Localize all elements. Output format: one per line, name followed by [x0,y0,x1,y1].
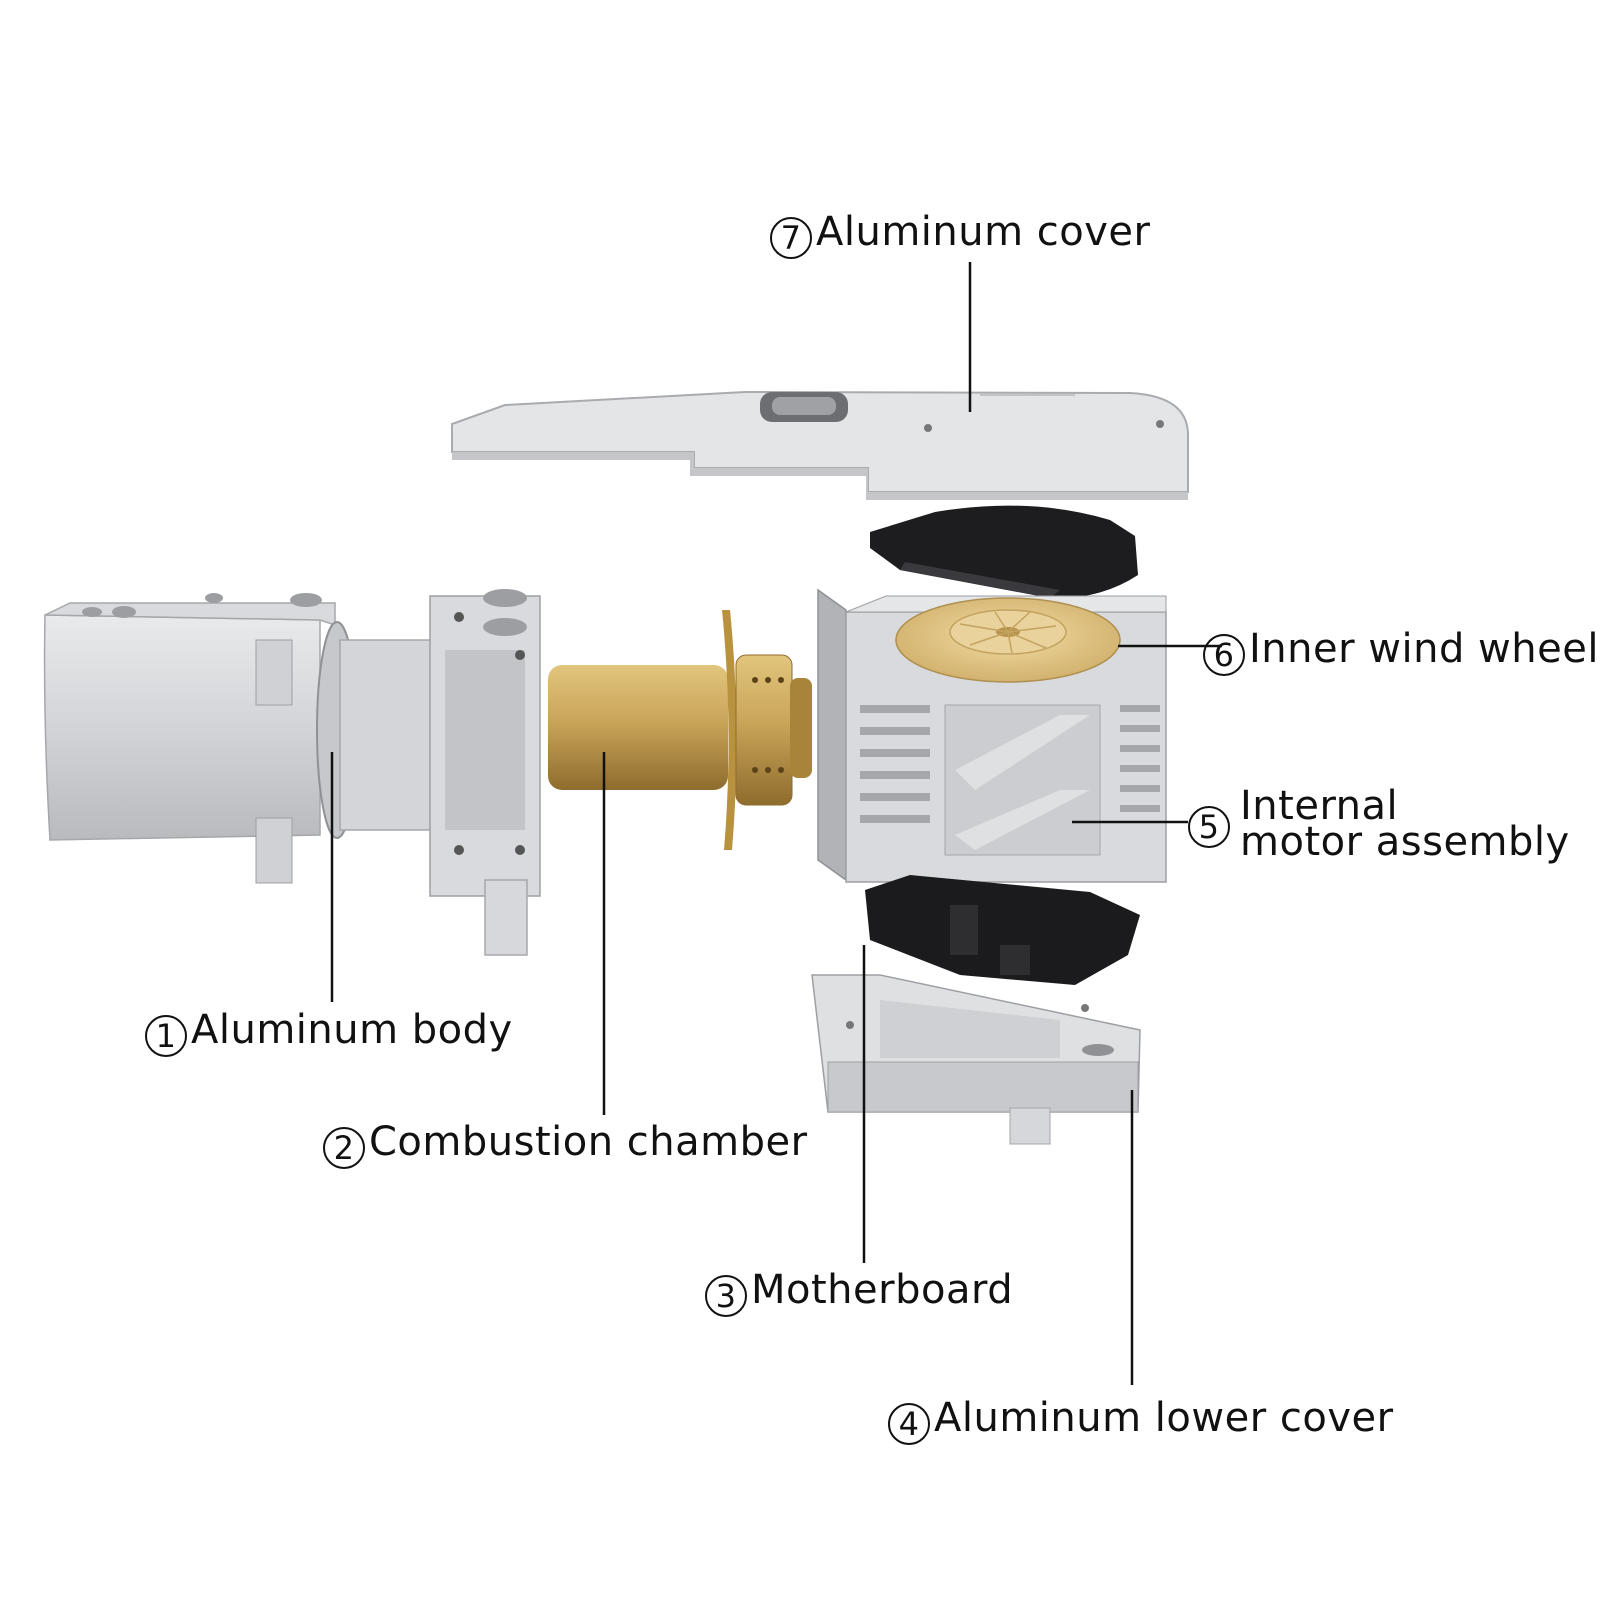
callout-5-label-line1: Internal [1240,783,1399,829]
callout-5: 5 Internal motor assembly [1188,783,1570,865]
callout-5-marker: 5 [1188,806,1230,848]
fan-cap-part [870,505,1138,599]
callout-7-label: Aluminum cover [816,209,1151,255]
callout-2-marker: 2 [323,1127,365,1169]
callout-2-label: Combustion chamber [369,1119,808,1165]
callout-5-label-line2: motor assembly [1240,819,1570,865]
motherboard-part [865,875,1140,985]
callout-6-marker: 6 [1203,634,1245,676]
wind-wheel-part [895,597,1121,683]
lower-cover-part [811,974,1141,1145]
aluminum-cover-part [451,390,1189,500]
callout-7-marker: 7 [770,217,812,259]
callout-6-label: Inner wind wheel [1249,626,1599,672]
callout-1-marker: 1 [145,1015,187,1057]
aluminum-body-part [43,589,541,956]
combustion-chamber-part [548,610,812,850]
callout-3-label: Motherboard [751,1267,1014,1313]
callout-1-label: Aluminum body [191,1007,513,1053]
callout-4-marker: 4 [888,1403,930,1445]
callout-4-label: Aluminum lower cover [934,1395,1394,1441]
callout-3-marker: 3 [705,1275,747,1317]
